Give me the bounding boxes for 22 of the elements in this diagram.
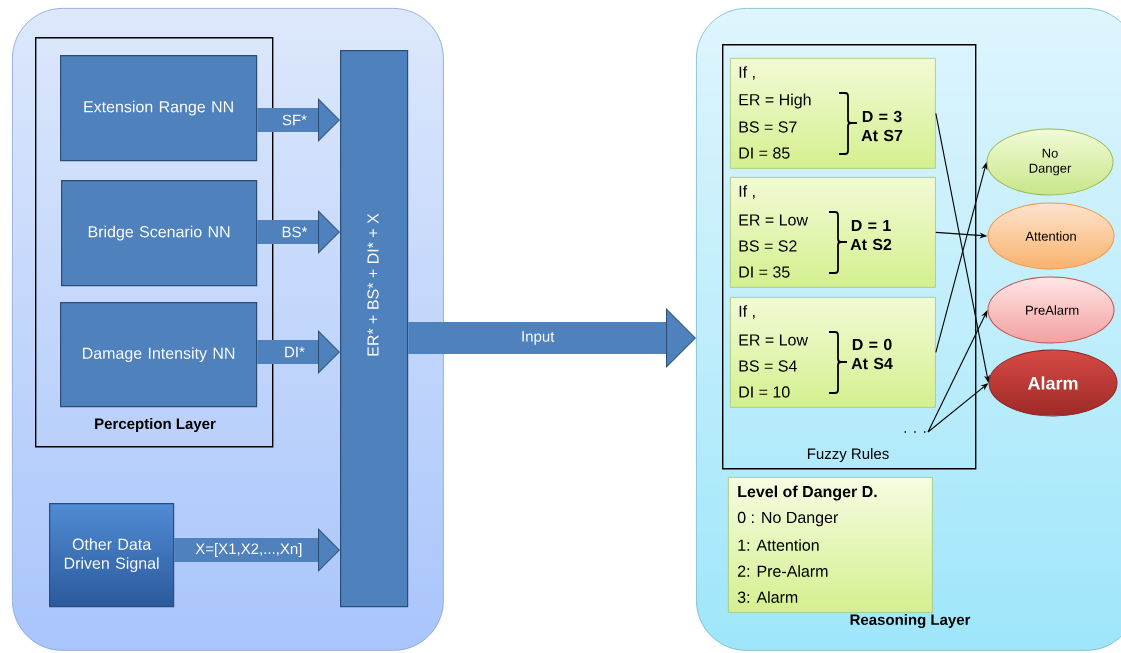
arrow [927, 310, 988, 433]
edge-label: DI* [285, 346, 305, 358]
edge-label: X=[X1,X2,...,Xn] [195, 543, 302, 557]
block-arrow [174, 528, 340, 572]
network-box: Damage Intensity NN [60, 302, 258, 408]
ellipsis-text: . . . [904, 431, 926, 433]
network-box: Bridge Scenario NN [61, 180, 258, 287]
arrow [935, 112, 990, 383]
rule-box: If , ER = High BS = S7 DI = 85 D = 3 At S7 [730, 58, 936, 169]
edge-label: SF* [282, 114, 307, 126]
arrow [935, 162, 988, 353]
block-arrow [257, 98, 340, 142]
rule-box: If , ER = Low BS = S2 DI = 35 D = 1 At S2 [730, 177, 936, 288]
key-box: Level of Danger D. 0 : No Danger 1: Attention 2: Pre-Alarm 3: Alarm [728, 477, 933, 613]
rule-box: If , ER = Low BS = S4 DI = 10 D = 0 At S4 [730, 297, 936, 408]
edge-label: Input [522, 331, 555, 345]
block-arrow [408, 308, 696, 368]
block-arrow [257, 210, 340, 254]
edge-label: BS* [282, 226, 308, 238]
block-arrow [257, 330, 340, 374]
signal-box: Other Data Driven Signal [49, 503, 175, 608]
network-box: Extension Range NN [60, 55, 258, 162]
